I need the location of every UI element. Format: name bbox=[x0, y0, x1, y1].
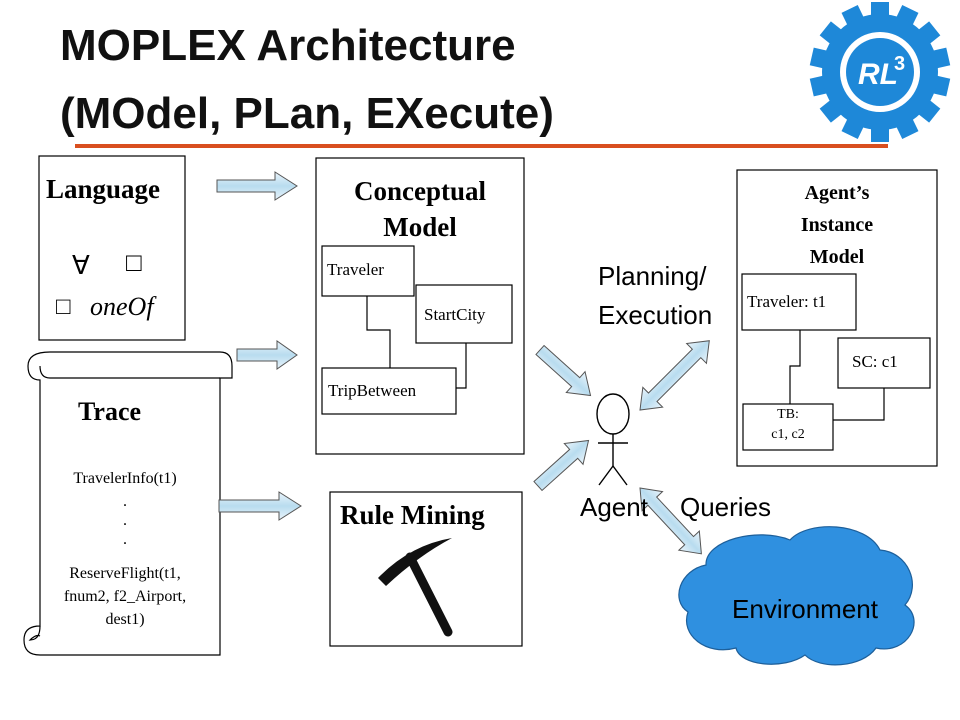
sc-c1-label: SC: c1 bbox=[852, 352, 898, 371]
arrow-rulemining-to-agent bbox=[533, 439, 590, 492]
box-symbol: □ bbox=[126, 248, 142, 277]
arrow-agent-instance bbox=[639, 340, 710, 411]
startcity-node bbox=[415, 284, 513, 344]
planning-label-line1: Planning/ bbox=[598, 261, 707, 291]
forall-symbol: ∀ bbox=[72, 251, 90, 280]
environment-label: Environment bbox=[732, 594, 878, 624]
trace-line-3: . bbox=[123, 512, 127, 529]
traveler-tb-link bbox=[789, 330, 801, 404]
startcity-trip-link bbox=[456, 343, 467, 389]
trace-title: Trace bbox=[78, 397, 142, 426]
tripbetween-label: TripBetween bbox=[328, 381, 417, 400]
slide-title-line2: (MOdel, PLan, EXecute) bbox=[60, 89, 554, 138]
arrow-trace-to-model bbox=[236, 340, 298, 370]
arrow-trace-to-rulemining bbox=[218, 491, 302, 521]
arrow-model-to-agent bbox=[535, 344, 592, 397]
rl3-logo: RL 3 bbox=[809, 2, 951, 142]
pickaxe-icon bbox=[378, 538, 453, 637]
trace-line-1: TravelerInfo(t1) bbox=[73, 470, 177, 487]
trace-line-2: . bbox=[123, 493, 127, 510]
arrow-agent-environment bbox=[639, 487, 702, 555]
conceptual-title-line2: Model bbox=[383, 212, 457, 242]
rule-mining-box bbox=[329, 491, 523, 647]
language-box bbox=[38, 155, 186, 341]
traveler-t1-node bbox=[741, 273, 857, 331]
svg-text:RL: RL bbox=[858, 58, 898, 91]
sc-c1-node bbox=[837, 337, 931, 389]
instance-title-line3: Model bbox=[809, 246, 865, 268]
slide-title-line1: MOPLEX Architecture bbox=[60, 21, 516, 70]
trace-line-4: . bbox=[123, 531, 127, 548]
box-symbol-2: □ bbox=[56, 294, 71, 320]
tripbetween-node bbox=[321, 367, 457, 415]
agent-label: Agent bbox=[580, 492, 648, 522]
trace-line-6: fnum2, f2_Airport, bbox=[63, 588, 187, 605]
instance-title-line2: Instance bbox=[800, 214, 874, 236]
environment-cloud bbox=[678, 526, 915, 666]
language-title: Language bbox=[46, 174, 161, 204]
traveler-label: Traveler bbox=[327, 260, 384, 279]
trace-line-7: dest1) bbox=[105, 611, 145, 628]
tb-label-line2: c1, c2 bbox=[771, 427, 805, 442]
traveler-t1-label: Traveler: t1 bbox=[747, 292, 827, 311]
queries-label: Queries bbox=[680, 492, 772, 522]
conceptual-title-line1: Conceptual bbox=[353, 176, 486, 206]
rule-mining-title: Rule Mining bbox=[340, 500, 485, 530]
agent-figure bbox=[596, 393, 630, 486]
sc-tb-link bbox=[833, 388, 885, 421]
tb-label-line1: TB: bbox=[777, 407, 799, 422]
traveler-trip-link bbox=[366, 296, 391, 368]
tb-node bbox=[742, 403, 834, 451]
startcity-label: StartCity bbox=[424, 305, 486, 324]
trace-scroll bbox=[23, 351, 233, 656]
planning-label-line2: Execution bbox=[598, 300, 713, 330]
instance-title-line1: Agent’s bbox=[804, 182, 870, 204]
trace-line-5: ReserveFlight(t1, bbox=[69, 565, 181, 582]
oneof-label: oneOf bbox=[90, 292, 154, 321]
traveler-node bbox=[321, 245, 415, 297]
svg-text:3: 3 bbox=[894, 53, 905, 75]
arrow-language-to-model bbox=[216, 171, 298, 201]
